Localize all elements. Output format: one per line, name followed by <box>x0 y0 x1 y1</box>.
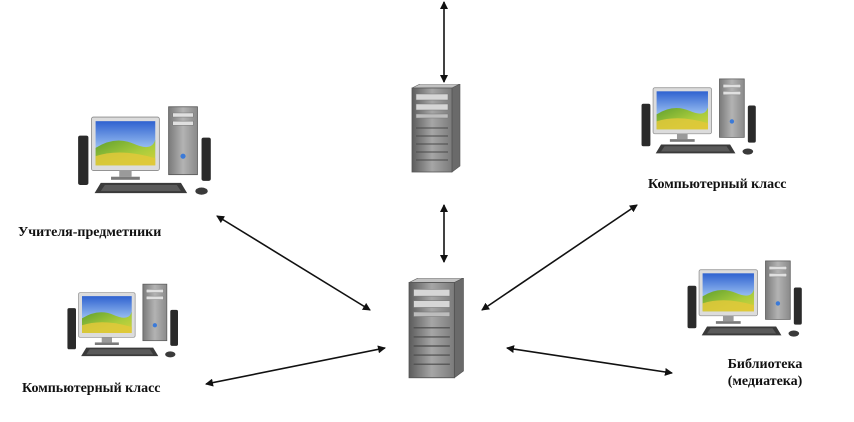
label-library: Библиотека (медиатека) <box>710 356 820 390</box>
desktop-computer-icon <box>66 283 179 358</box>
server-tower-icon <box>411 84 461 173</box>
label-library-line2: (медиатека) <box>727 374 803 389</box>
desktop-computer-icon <box>641 78 757 156</box>
arrow-teachers-central <box>216 215 371 311</box>
label-computer-class-left: Компьютерный класс <box>22 381 161 396</box>
label-teachers: Учителя-предметники <box>18 225 162 240</box>
label-computer-class-right: Компьютерный класс <box>648 177 787 192</box>
label-library-line1: Библиотека <box>727 357 803 372</box>
arrow-computer-class-left-central <box>205 345 386 387</box>
server-tower-icon <box>408 278 465 379</box>
arrow-library-central <box>506 345 673 376</box>
arrow-computer-class-right-central <box>481 204 638 311</box>
desktop-computer-icon <box>687 260 803 338</box>
connection-arrows <box>205 1 673 387</box>
desktop-computer-icon <box>77 106 212 196</box>
